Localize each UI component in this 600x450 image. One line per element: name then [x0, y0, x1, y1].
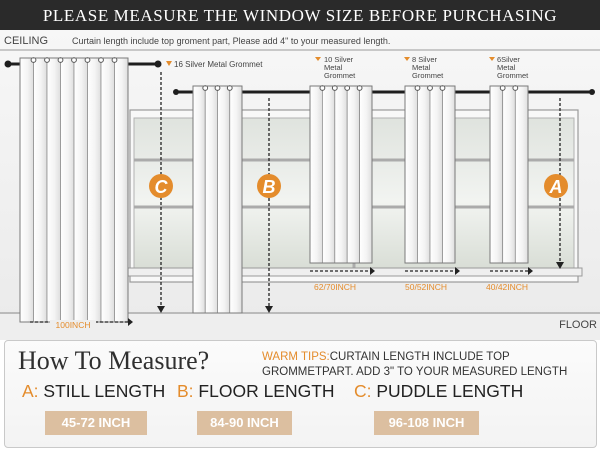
width-dimension-62-70: 62/70INCH: [310, 267, 375, 292]
svg-text:Grommet: Grommet: [412, 71, 444, 80]
curtain-floor-length: [192, 85, 243, 314]
marker-a: A: [544, 174, 568, 198]
svg-text:A: A: [549, 177, 563, 197]
range-badge-still: 45-72 INCH: [45, 411, 147, 435]
svg-text:62/70INCH: 62/70INCH: [314, 282, 356, 292]
warm-tips-lead: WARM TIPS:: [262, 351, 330, 363]
floor-label: FLOOR: [559, 319, 597, 331]
grommet-note-16: 16 Silver Metal Grommet: [166, 60, 263, 69]
grommet-note-10: 10 Silver Metal Grommet: [315, 55, 356, 80]
header-bar: PLEASE MEASURE THE WINDOW SIZE BEFORE PU…: [0, 0, 600, 31]
curtain-still-length-6: [489, 85, 529, 264]
category-key: A:: [22, 381, 39, 401]
curtain-diagram: CEILING Curtain length include top grome…: [0, 30, 600, 340]
curtain-still-length-10: [309, 85, 373, 264]
ceiling-note: Curtain length include top groment part,…: [72, 36, 390, 46]
svg-text:Metal: Metal: [324, 63, 343, 72]
grommet-note-8: 8 Silver Metal Grommet: [404, 55, 444, 80]
height-guide-b: [265, 98, 273, 313]
svg-text:Metal: Metal: [412, 63, 431, 72]
category-key: C:: [354, 381, 372, 401]
category-label: PUDDLE LENGTH: [376, 381, 524, 401]
category-key: B:: [177, 381, 194, 401]
svg-text:B: B: [263, 177, 276, 197]
marker-b: B: [257, 174, 281, 198]
category-still-length: A: STILL LENGTH: [22, 381, 165, 402]
category-puddle-length: C: PUDDLE LENGTH: [354, 381, 523, 402]
svg-text:16 Silver Metal Grommet: 16 Silver Metal Grommet: [174, 60, 263, 69]
svg-text:50/52INCH: 50/52INCH: [405, 282, 447, 292]
svg-text:Grommet: Grommet: [324, 71, 356, 80]
svg-text:Grommet: Grommet: [497, 71, 529, 80]
width-dimension-50-52: 50/52INCH: [405, 267, 460, 292]
svg-text:40/42INCH: 40/42INCH: [486, 282, 528, 292]
category-label: STILL LENGTH: [43, 381, 166, 401]
category-floor-length: B: FLOOR LENGTH: [177, 381, 335, 402]
svg-text:6Silver: 6Silver: [497, 55, 520, 64]
svg-text:100INCH: 100INCH: [56, 320, 91, 330]
width-dimension-40-42: 40/42INCH: [486, 267, 533, 292]
warm-tips-text: CURTAIN LENGTH INCLUDE TOP GROMMETPART. …: [262, 351, 568, 378]
curtain-puddle-length: [19, 57, 129, 323]
page-title: PLEASE MEASURE THE WINDOW SIZE BEFORE PU…: [42, 6, 558, 25]
svg-text:8 Silver: 8 Silver: [412, 55, 438, 64]
curtain-still-length-8: [404, 85, 456, 264]
svg-text:10 Silver: 10 Silver: [324, 55, 354, 64]
width-dimension-100: 100INCH: [30, 318, 133, 330]
svg-text:C: C: [155, 177, 169, 197]
how-to-measure-title: How To Measure?: [18, 346, 210, 375]
grommet-note-6: 6Silver Metal Grommet: [489, 55, 529, 80]
ceiling-label: CEILING: [4, 35, 48, 47]
warm-tips: WARM TIPS:CURTAIN LENGTH INCLUDE TOP GRO…: [262, 350, 592, 380]
range-badge-puddle: 96-108 INCH: [374, 411, 479, 435]
range-badge-floor: 84-90 INCH: [197, 411, 292, 435]
svg-text:Metal: Metal: [497, 63, 516, 72]
marker-c: C: [149, 174, 173, 198]
category-label: FLOOR LENGTH: [198, 381, 335, 401]
